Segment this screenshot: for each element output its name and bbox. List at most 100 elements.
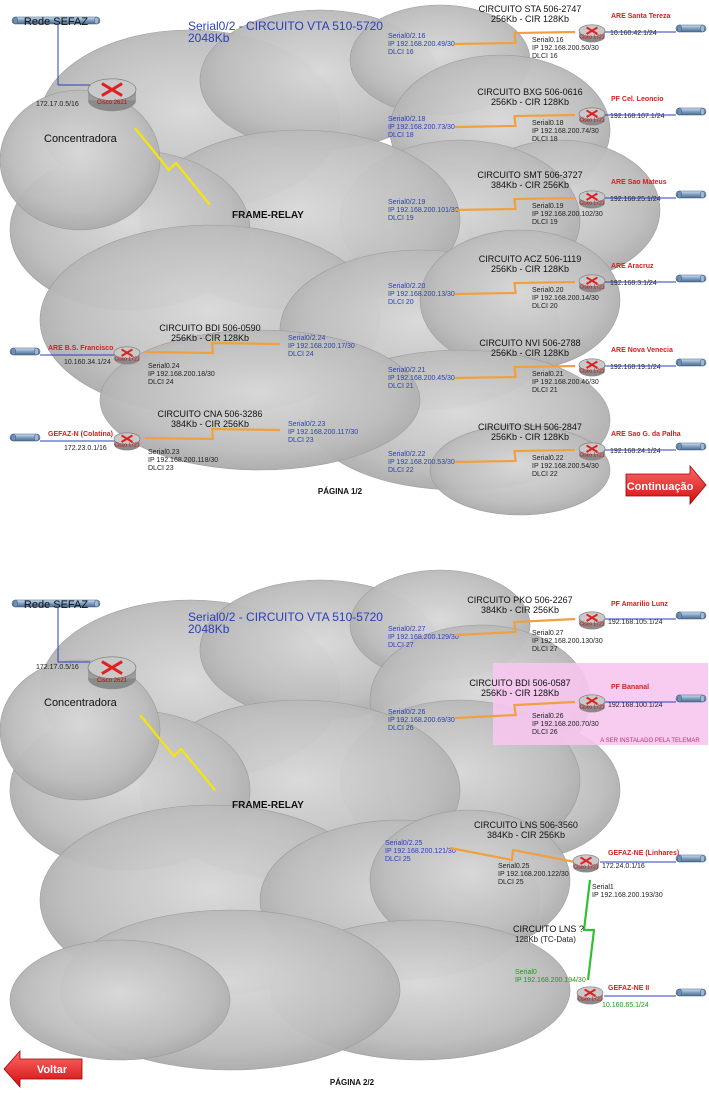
- site-name: PF Bananal: [611, 684, 649, 691]
- router-arrows: [580, 856, 592, 865]
- site-name: GEFAZ-NE (Linhares): [608, 850, 679, 857]
- serial-link-bolt: [454, 30, 576, 46]
- tc-circuit-name: CIRCUITO LNS ?: [513, 924, 584, 934]
- lan-pipe-end: [700, 358, 705, 367]
- site-lan-pipe: [675, 854, 707, 863]
- site-name: PF Amarilio Lunz: [611, 601, 668, 608]
- lan-pipe-end: [700, 611, 705, 620]
- router-model-label: Cisco 1721: [579, 118, 604, 124]
- remote-dlci: DLCI 21: [532, 387, 558, 394]
- remote-dlci: DLCI 24: [148, 379, 174, 386]
- site-name: GEFAZ-NE II: [608, 985, 649, 992]
- serial-link-bolt: [454, 617, 576, 637]
- center-dlci: DLCI 16: [388, 49, 414, 56]
- serial-link-bolt: [454, 280, 576, 296]
- site-name: ARE B.S. Francisco: [48, 345, 113, 352]
- site-lan: 192.168.19.1/24: [610, 364, 661, 371]
- remote-dlci: DLCI 26: [532, 729, 558, 736]
- voltar-arrow-shape[interactable]: [3, 1049, 83, 1089]
- remote-interface: Serial0.27: [532, 630, 564, 637]
- concentradora-label: Concentradora: [44, 133, 118, 145]
- remote-dlci: DLCI 25: [498, 879, 524, 886]
- rede-sefaz-pipe: [11, 16, 101, 25]
- lan-pipe-end: [677, 107, 682, 116]
- frame-relay-label: FRAME-RELAY: [232, 800, 304, 811]
- site-lan: 192.168.105.1/24: [608, 619, 663, 626]
- header-speed: 2048Kb: [188, 622, 230, 636]
- site-lan-pipe: [675, 107, 707, 116]
- cloud-page2: [0, 569, 621, 1071]
- router-icon: Cisco 1721: [578, 190, 606, 209]
- remote-dlci: DLCI 18: [532, 136, 558, 143]
- lan-pipe-end: [34, 433, 39, 442]
- lan-pipe-end: [700, 988, 705, 997]
- serial-link-bolt: [144, 427, 281, 441]
- router-icon: Cisco 1721: [578, 24, 606, 43]
- cloud-puff: [0, 89, 161, 231]
- router-model-label: Cisco 1721: [114, 443, 139, 449]
- router-arrows: [586, 192, 598, 201]
- serial-link-bolt: [454, 113, 576, 129]
- circuit-speed: 256Kb - CIR 128Kb: [491, 264, 569, 274]
- router-icon: Cisco 1721: [578, 611, 606, 630]
- lan-pipe-body: [675, 854, 707, 863]
- circuit-speed: 256Kb - CIR 128Kb: [171, 333, 249, 343]
- circuit-name: CIRCUITO STA 506-2747: [479, 4, 582, 14]
- center-interface: Serial0/2.26: [388, 709, 425, 716]
- site-name: ARE Sao G. da Palha: [611, 431, 681, 438]
- site-lan: 10.160.65.1/24: [602, 1002, 649, 1009]
- remote-interface: Serial0.22: [532, 455, 564, 462]
- voltar-button[interactable]: Voltar: [3, 1049, 83, 1089]
- center-interface: Serial0/2.25: [385, 840, 422, 847]
- remote-ip: IP 192.168.200.46/30: [532, 379, 599, 386]
- remote-interface: Serial0.21: [532, 371, 564, 378]
- remote-interface: Serial0.18: [532, 120, 564, 127]
- lan-pipe-end: [700, 694, 705, 703]
- site-lan: 192.168.107.1/24: [610, 113, 665, 120]
- lan-pipe-end: [11, 433, 16, 442]
- lan-pipe-end: [34, 347, 39, 356]
- router-icon: Cisco 1721: [113, 432, 141, 451]
- continuacao-label: Continuação: [627, 481, 694, 493]
- center-dlci: DLCI 19: [388, 215, 414, 222]
- router-model-label: Cisco 1721: [579, 622, 604, 628]
- router-model-label: Cisco 1721: [579, 35, 604, 41]
- circuit-speed: 384Kb - CIR 256Kb: [491, 180, 569, 190]
- serial1-label: Serial1: [592, 884, 614, 891]
- center-interface: Serial0/2.22: [388, 451, 425, 458]
- router-model-label: Cisco 1721: [577, 997, 602, 1003]
- lan-pipe-end: [11, 347, 16, 356]
- circuit-name: CIRCUITO BXG 506-0616: [477, 87, 582, 97]
- center-ip: IP 192.168.200.129/30: [388, 634, 459, 641]
- center-ip: IP 192.168.200.13/30: [388, 291, 455, 298]
- site-lan: 10.160.42.1/24: [610, 30, 657, 37]
- remote-interface: Serial0.23: [148, 449, 180, 456]
- cloud-page1: [0, 4, 661, 516]
- site-lan-pipe: [9, 347, 41, 356]
- center-interface: Serial0/2.20: [388, 283, 425, 290]
- tc-interface: Serial0: [515, 969, 537, 976]
- router-arrows: [121, 434, 133, 443]
- lan-pipe-end: [700, 854, 705, 863]
- lan-pipe-body: [675, 274, 707, 283]
- lan-pipe-end: [677, 190, 682, 199]
- router-icon: Cisco 1721: [578, 358, 606, 377]
- circuit-name: CIRCUITO BDI 506-0590: [159, 323, 260, 333]
- site-lan: 192.168.25.1/24: [610, 196, 661, 203]
- circuit-speed: 256Kb - CIR 128Kb: [491, 14, 569, 24]
- concentradora-ip: 172.17.0.5/16: [36, 664, 79, 671]
- serial-link-bolt: [449, 846, 576, 864]
- remote-dlci: DLCI 20: [532, 303, 558, 310]
- site-name: GEFAZ-N (Colatina): [48, 431, 113, 438]
- router-arrows: [586, 360, 598, 369]
- remote-interface: Serial0.20: [532, 287, 564, 294]
- circuit-speed: 384Kb - CIR 256Kb: [487, 830, 565, 840]
- router-icon: Cisco 2621: [87, 78, 137, 112]
- continuacao-button[interactable]: Continuação: [625, 464, 707, 506]
- remote-ip: IP 192.168.200.130/30: [532, 638, 603, 645]
- serial-header: Serial0/2 - CIRCUITO VTA 510-5720: [188, 610, 383, 624]
- continuacao-arrow-shape[interactable]: [625, 464, 707, 506]
- cloud-puff: [99, 329, 421, 471]
- lan-pipe-end: [677, 274, 682, 283]
- center-dlci: DLCI 18: [388, 132, 414, 139]
